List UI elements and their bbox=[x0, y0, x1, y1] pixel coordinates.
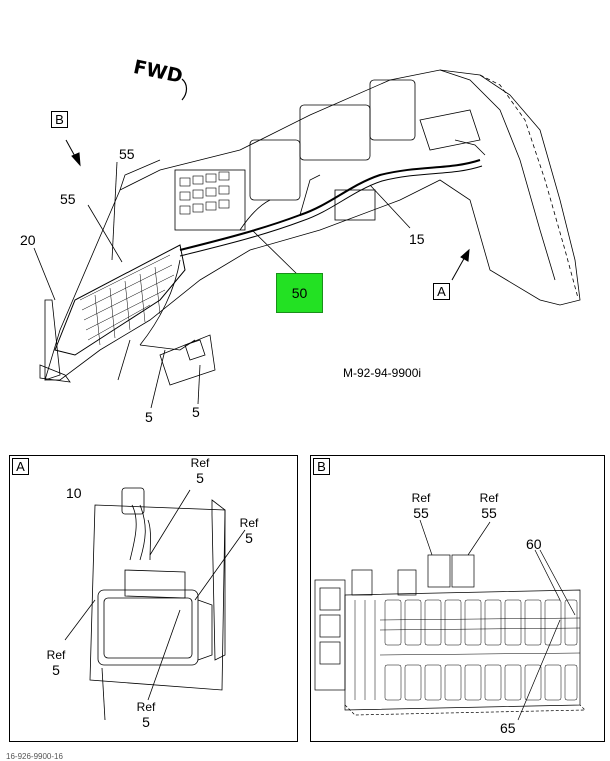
callout-10: 10 bbox=[66, 485, 82, 501]
view-a-tag: A bbox=[433, 283, 450, 300]
callout-50-highlight[interactable]: 50 bbox=[276, 273, 323, 313]
drawing-code: M-92-94-9900i bbox=[343, 366, 422, 380]
detail-a-tag: A bbox=[12, 458, 29, 475]
detail-panel-b bbox=[310, 455, 605, 742]
callout-15: 15 bbox=[409, 231, 425, 247]
callout-65: 65 bbox=[500, 720, 516, 736]
callout-50: 50 bbox=[291, 285, 308, 301]
callout-5-right: 5 bbox=[192, 404, 200, 420]
callout-5-left: 5 bbox=[145, 409, 153, 425]
detail-panel-a bbox=[9, 455, 298, 742]
detail-b-tag: B bbox=[313, 458, 330, 475]
callout-55-mid: 55 bbox=[60, 191, 76, 207]
footer-code: 16-926-9900-16 bbox=[6, 752, 63, 761]
callout-60: 60 bbox=[526, 536, 542, 552]
view-b-tag: B bbox=[51, 111, 68, 128]
callout-20: 20 bbox=[20, 232, 36, 248]
callout-55-top: 55 bbox=[119, 146, 135, 162]
